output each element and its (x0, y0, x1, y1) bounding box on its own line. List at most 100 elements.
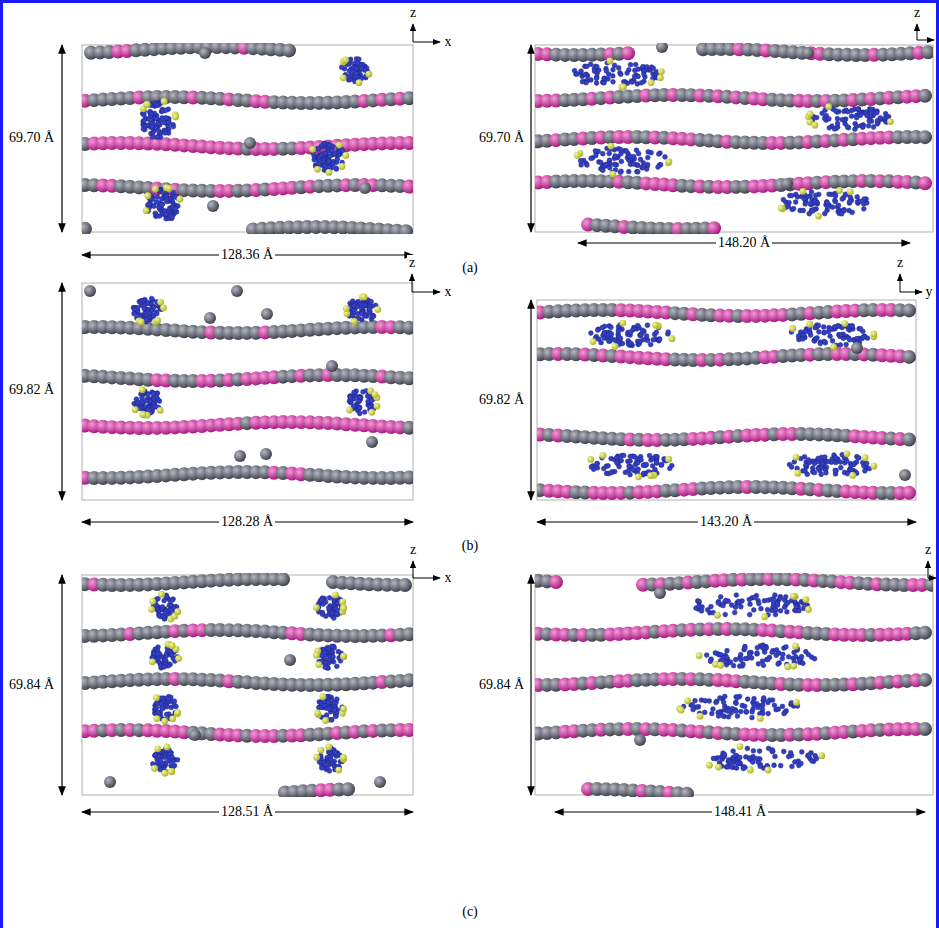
tail-atom (333, 166, 338, 171)
tail-atom (847, 199, 852, 204)
counter-ions (851, 342, 911, 481)
snapshot-panel (82, 573, 413, 797)
head-atom (144, 192, 151, 199)
tail-atom (154, 311, 159, 316)
tail-atom (850, 324, 855, 329)
tail-atom (584, 72, 589, 77)
tail-atom (149, 296, 154, 301)
layer-atom (282, 43, 296, 57)
tail-atom (833, 455, 838, 460)
head-atom (841, 320, 848, 327)
head-atom (140, 411, 147, 418)
tail-atom (357, 405, 362, 410)
clay-layer (535, 88, 932, 108)
tail-atom (833, 460, 838, 465)
tail-atom (850, 323, 855, 328)
tail-atom (574, 72, 579, 77)
ion-atom (899, 469, 911, 481)
head-atom (172, 114, 179, 121)
tail-atom (814, 115, 819, 120)
tail-atom (365, 394, 370, 399)
tail-atom (804, 463, 809, 468)
layer-atom (402, 471, 413, 485)
layer-atom (402, 421, 413, 435)
tail-atom (152, 204, 157, 209)
clay-layer (537, 480, 916, 500)
layer-atom (902, 303, 916, 317)
tail-atom (795, 195, 800, 200)
tail-atom (611, 67, 616, 72)
tail-atom (787, 200, 792, 205)
head-atom (665, 456, 672, 463)
tail-atom (882, 116, 887, 121)
tail-atom (631, 162, 636, 167)
clay-layer (82, 136, 413, 156)
tail-atom (594, 76, 599, 81)
head-atom (652, 322, 659, 329)
tail-atom (865, 113, 870, 118)
tail-atom (359, 311, 364, 316)
head-atom (590, 338, 597, 345)
head-atom (825, 103, 832, 110)
surfactant-cluster (131, 296, 167, 325)
tail-atom (832, 324, 837, 329)
tail-atom (616, 329, 621, 334)
tail-atom (633, 62, 638, 67)
surfactant-cluster (346, 388, 380, 416)
head-atom (368, 409, 375, 416)
tail-atom (866, 123, 871, 128)
tail-atom (849, 114, 854, 119)
head-atom (140, 411, 147, 418)
surfactant-cluster (805, 103, 894, 131)
tail-atom (616, 65, 621, 70)
tail-atom (822, 455, 827, 460)
tail-atom (606, 463, 611, 468)
head-atom (658, 68, 665, 75)
tail-atom (640, 165, 645, 170)
tail-atom (824, 200, 829, 205)
tail-atom (835, 121, 840, 126)
tail-atom (154, 116, 159, 121)
head-atom (647, 472, 654, 479)
tail-atom (636, 467, 641, 472)
tail-atom (142, 306, 147, 311)
tail-atom (618, 72, 623, 77)
tail-atom (614, 460, 619, 465)
tail-atom (816, 323, 821, 328)
tail-atom (852, 462, 857, 467)
tail-atom (584, 64, 589, 69)
tail-atom (628, 330, 633, 335)
tail-atom (820, 461, 825, 466)
tail-atom (357, 399, 362, 404)
head-atom (144, 101, 151, 108)
tail-atom (869, 107, 874, 112)
head-atom (669, 335, 676, 342)
surfactant-cluster (787, 450, 877, 478)
tail-atom (602, 330, 607, 335)
counter-ions (656, 43, 814, 190)
tail-atom (621, 79, 626, 84)
clay-layer (82, 415, 413, 435)
head-atom (361, 294, 368, 301)
head-atom (600, 452, 607, 459)
tail-atom (634, 169, 639, 174)
tail-atom (789, 465, 794, 470)
clay-layer (535, 130, 932, 150)
tail-atom (830, 205, 835, 210)
snapshot-panel (82, 43, 413, 234)
tail-atom (827, 192, 832, 197)
tail-atom (159, 202, 164, 207)
head-atom (793, 454, 800, 461)
tail-atom (803, 463, 808, 468)
tail-atom (624, 148, 629, 153)
tail-atom (791, 206, 796, 211)
tail-atom (580, 79, 585, 84)
tail-atom (834, 468, 839, 473)
head-atom (806, 321, 813, 328)
tail-atom (142, 118, 147, 123)
tail-atom (639, 80, 644, 85)
tail-atom (638, 339, 643, 344)
counter-ions (84, 285, 378, 462)
tail-atom (809, 190, 814, 195)
tail-atom (845, 125, 850, 130)
